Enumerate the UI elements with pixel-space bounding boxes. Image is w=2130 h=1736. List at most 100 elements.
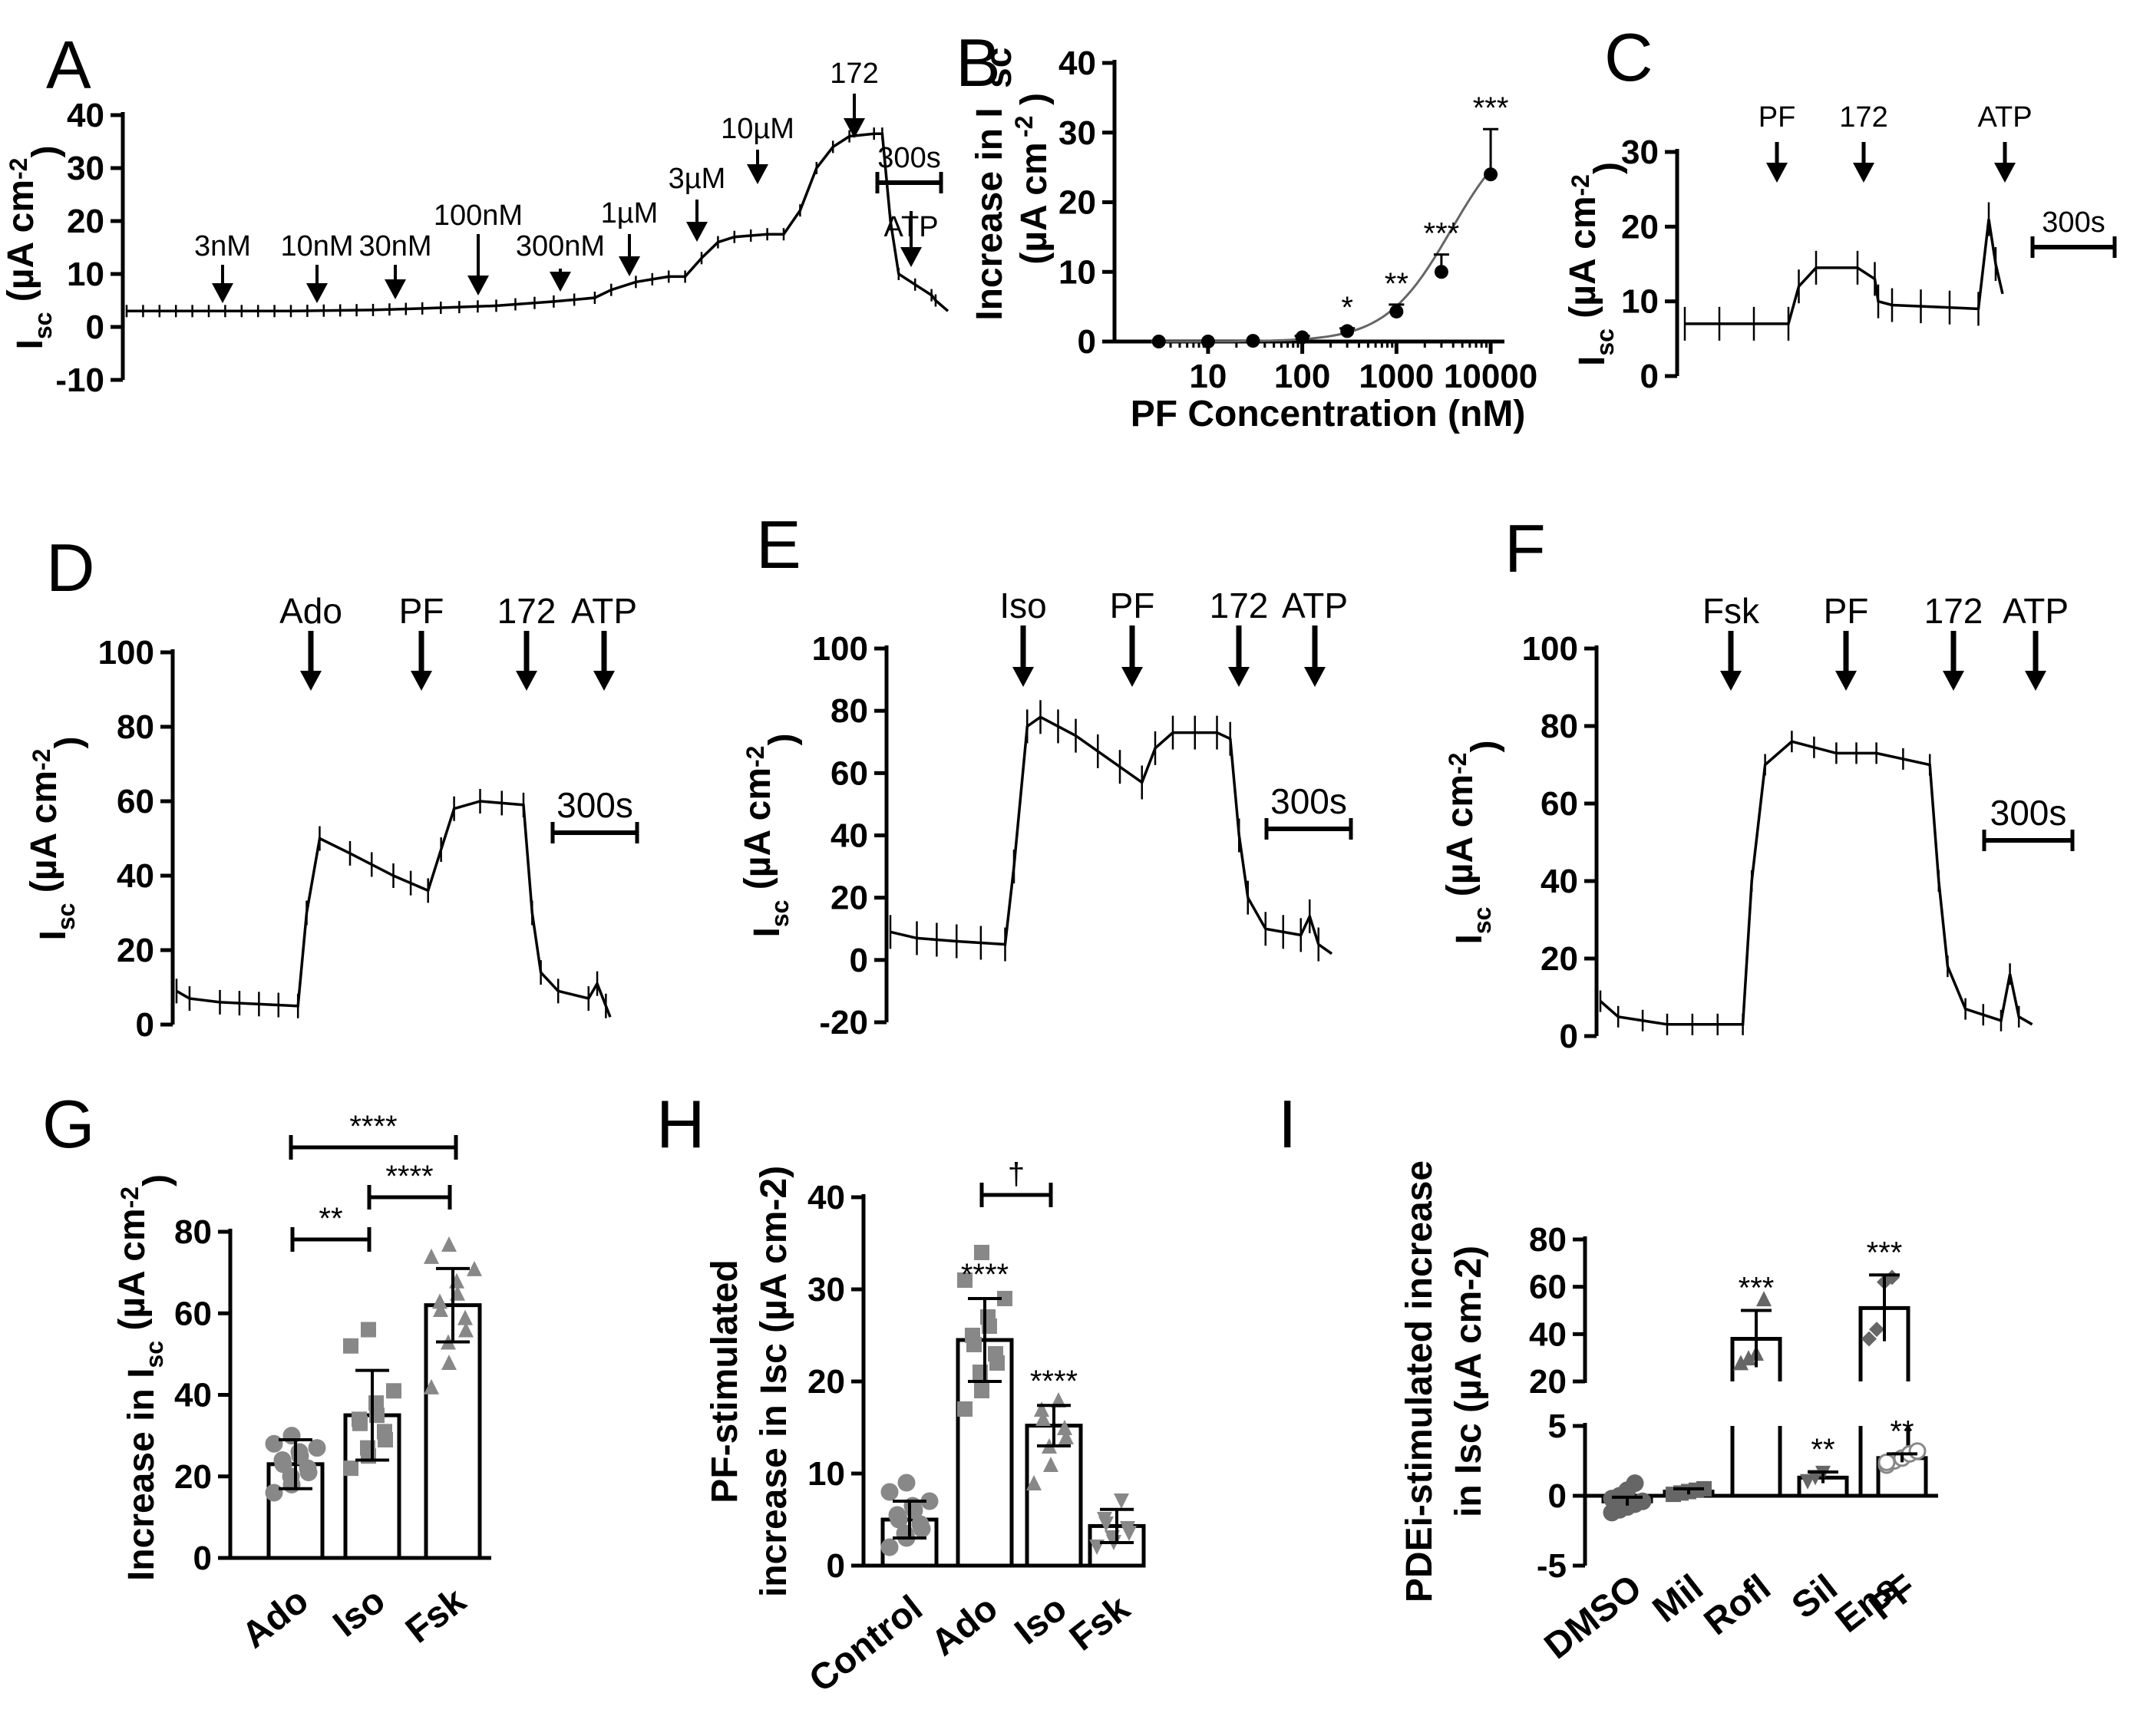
arrow-1µM-A-head [619,256,640,276]
y-tick-label-G: 40 [174,1377,212,1414]
data-point-H [1043,1457,1058,1472]
y-tick-label-C: 0 [1640,358,1659,395]
data-point-H [1114,1493,1129,1509]
arrow-ATP-D-head [593,671,615,691]
data-point-G [441,1236,457,1252]
scale-bar-A-label: 300s [877,142,940,174]
data-point-B [1246,334,1260,348]
y-tick-label-E: 100 [812,630,868,668]
data-point-G [343,1338,358,1354]
y-tick-label-C: 20 [1621,208,1659,246]
annotation-A-4: 300nM [516,230,605,262]
arrow-Ado-D-head [300,671,322,691]
arrow-172-F [1943,631,1964,691]
data-point-G [273,1451,292,1469]
y-tick-label-A: 0 [86,309,104,346]
data-point-G [424,1378,439,1394]
data-point-I [1741,1350,1756,1366]
y-axis-label-B-close: ) [1014,93,1055,105]
data-point-G [424,1248,439,1264]
significance-I: ** [1811,1433,1834,1467]
y-tick-label-H: 20 [807,1363,845,1401]
data-point-B [1340,324,1355,338]
arrow-ATP-E [1304,625,1326,687]
y-tick-label-D: 20 [117,932,154,969]
y-axis-label-F-text: Isc (µA cm-2) [1440,741,1505,945]
arrow-PF-E-head [1121,667,1143,687]
annotation-A-0: 3nM [194,230,251,262]
arrow-30nM-A-head [385,279,406,299]
data-point-G [343,1460,358,1477]
y-tick-label-I: 0 [1548,1477,1567,1515]
y-tick-label-B: 20 [1058,184,1096,222]
y-tick-label-F: 80 [1541,708,1578,745]
data-point-G [458,1322,474,1338]
y-tick-label-F: 20 [1541,940,1578,978]
trace-line-D [176,800,612,1018]
data-point-H [1057,1420,1072,1435]
significance-H: **** [961,1258,1009,1292]
y-tick-label-F: 60 [1541,785,1578,823]
scale-bar-C: 300s [2030,206,2117,258]
data-point-H [1035,1411,1051,1426]
annotation-D-0: Ado [279,591,342,631]
y-tick-label-D: 60 [117,783,154,820]
arrow-10nM-A-head [306,283,328,303]
annotation-F-1: PF [1824,591,1869,631]
scale-bar-D: 300s [550,785,639,843]
y-tick-label-B: 30 [1058,114,1096,152]
x-tick-label-B: 1000 [1359,358,1434,395]
data-point-B [1200,335,1215,348]
arrow-PF-C-head [1766,163,1788,183]
scale-bar-E: 300s [1264,781,1353,840]
y-tick-label-F: 100 [1522,630,1578,668]
scale-bar-A: 300s [875,142,943,193]
arrow-300nM-A [550,269,571,292]
y-tick-label-I: 20 [1529,1363,1567,1401]
y-tick-label-I: 40 [1529,1315,1567,1353]
arrow-3µM-A-head [686,222,708,242]
arrow-ATP-C [1994,142,2016,183]
data-point-H [965,1328,980,1343]
scale-bar-F: 300s [1982,793,2075,851]
arrow-ATP-E-head [1304,667,1326,687]
arrow-100nM-A [467,234,489,295]
y-tick-label-I: 80 [1529,1221,1567,1259]
annotation-A-7: 10µM [721,113,794,145]
data-point-H [980,1309,996,1325]
arrow-10µM-A [747,150,768,184]
significance-I: ** [1890,1414,1914,1448]
y-tick-label-F: 40 [1541,863,1578,900]
y-tick-label-G: 80 [174,1213,212,1251]
y-axis-label-E: Isc (µA cm-2) [738,734,803,938]
arrow-10µM-A-head [747,164,768,184]
y-axis-label-E-text: Isc (µA cm-2) [738,734,803,938]
y-tick-label-D: 100 [98,634,154,672]
annotation-E-0: Iso [999,586,1046,625]
data-point-H [880,1483,899,1501]
y-axis-label-B-line1: Increase in I [969,107,1010,320]
annotation-A-1: 10nM [280,230,353,262]
arrow-PF-D [411,631,432,691]
data-point-I [1877,1453,1896,1471]
arrow-172-F-head [1943,671,1964,691]
arrow-PF-D-head [411,671,432,691]
trace-line-C [1685,219,2004,325]
arrow-PF-F [1835,631,1857,691]
trace-line-F [1599,740,2033,1026]
panel-label-H: H [656,1086,705,1162]
y-tick-label-H: 0 [827,1547,845,1585]
y-axis-label-B-sup: -2 [1010,116,1038,137]
data-point-I [1756,1291,1772,1307]
data-point-H [974,1383,989,1398]
scale-bar-F-label: 300s [1990,793,2067,833]
arrow-ATP-D [593,631,615,691]
annotation-E-2: 172 [1210,586,1269,625]
